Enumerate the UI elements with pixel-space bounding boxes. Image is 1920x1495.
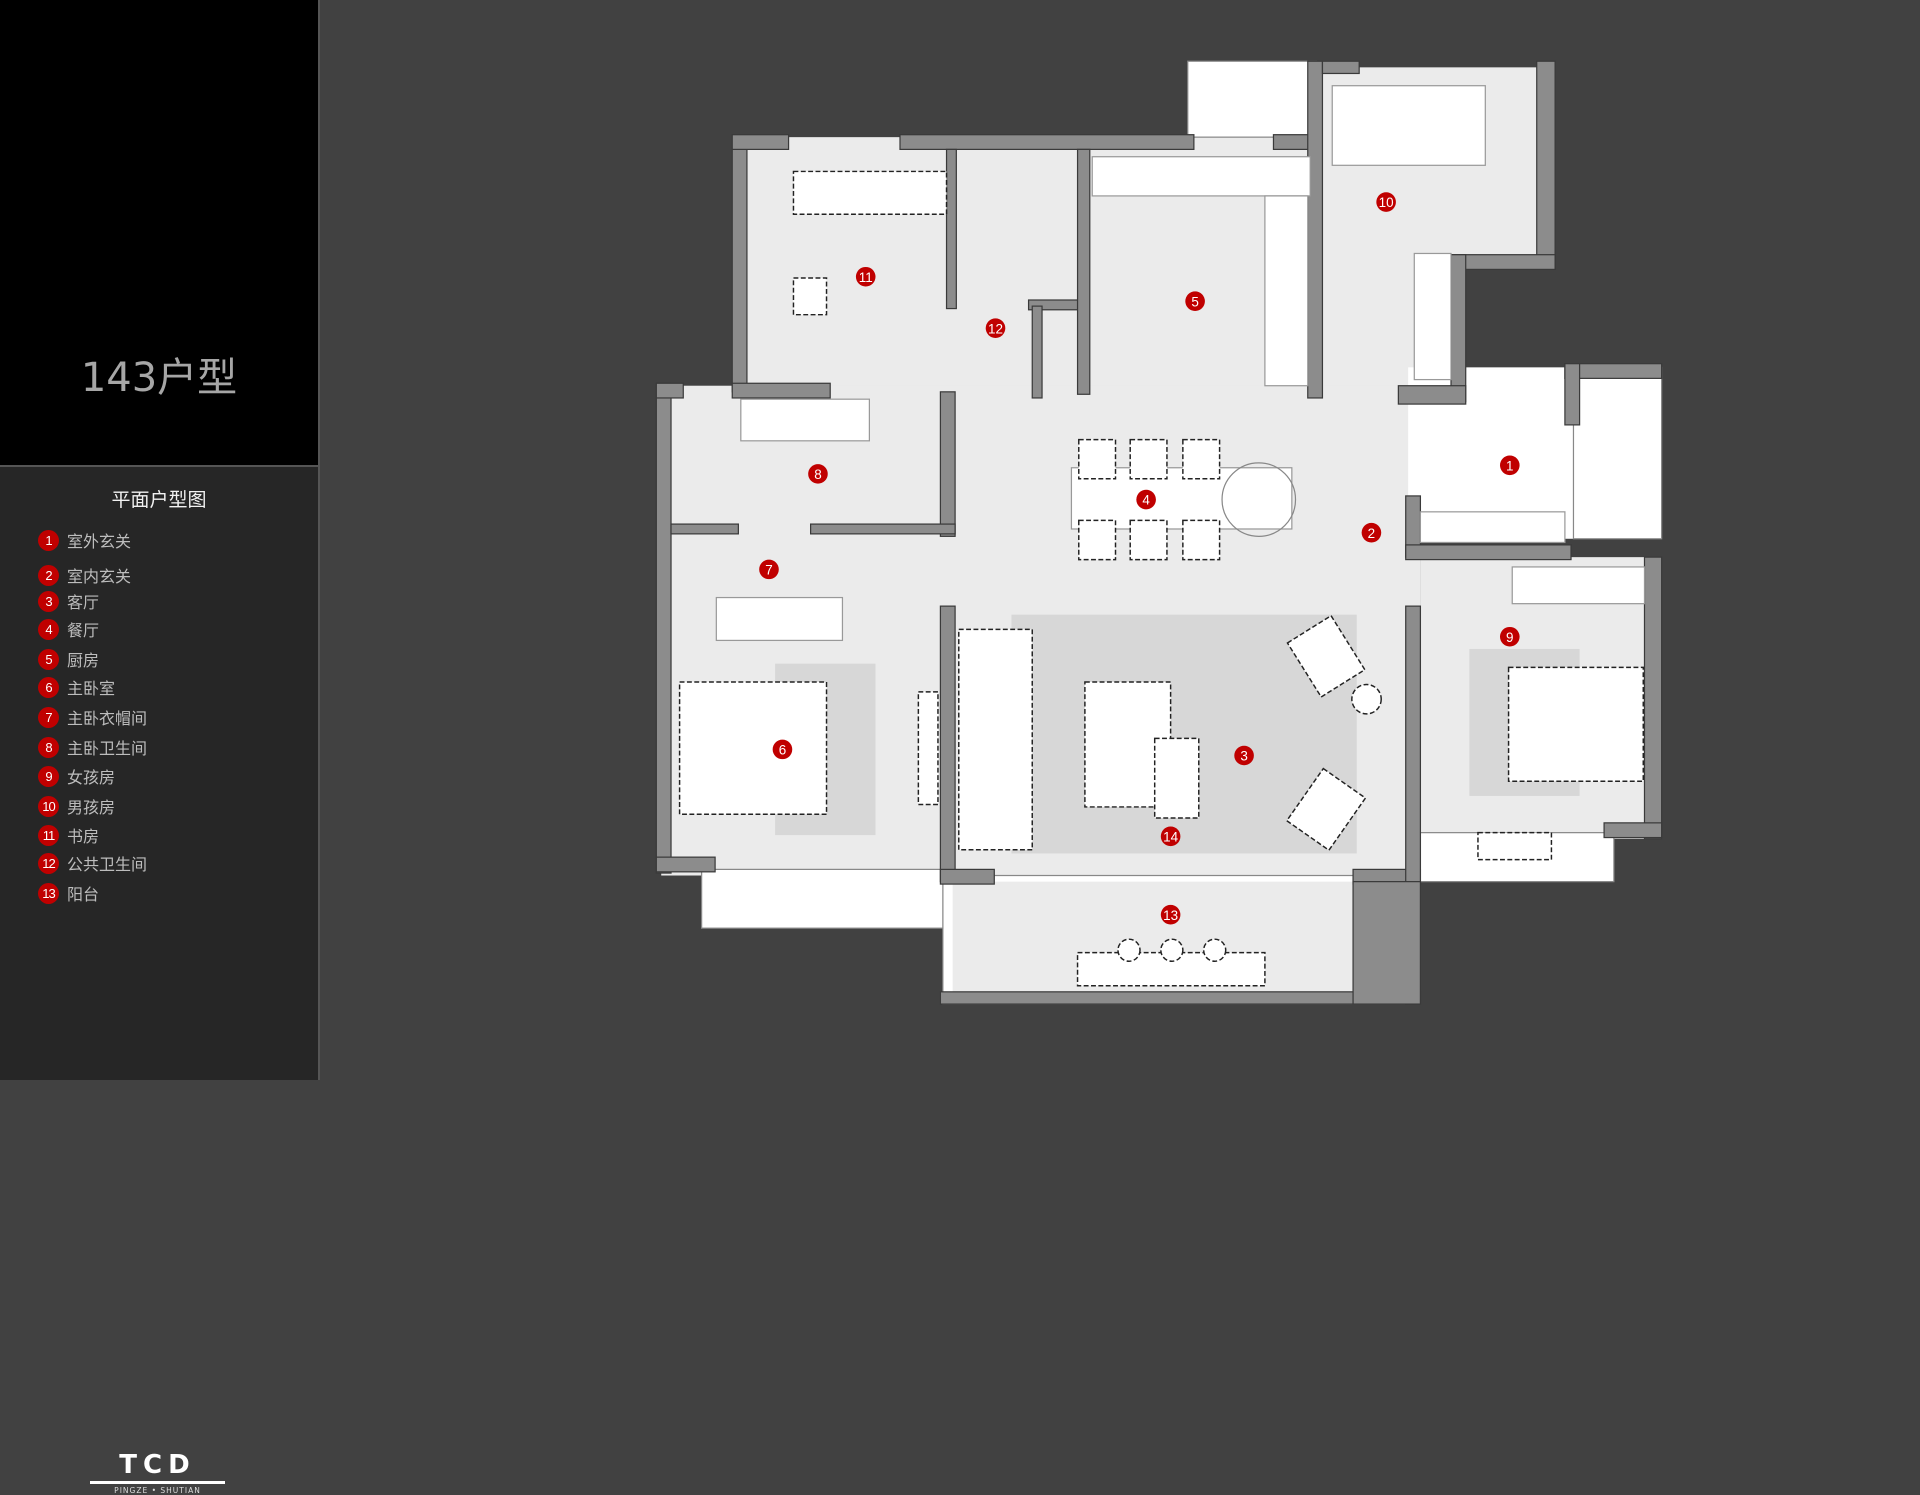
legend-badge: 13 [38,882,59,904]
legend-item: 10 男孩房 [38,793,115,819]
legend-badge: 12 [38,852,59,874]
legend-badge: 7 [38,706,59,728]
plan-title: 143户型 [80,355,238,401]
room-marker-8: 8 [808,464,828,484]
legend-label: 室内玄关 [67,567,132,586]
furniture [678,85,1646,987]
room-marker-number: 14 [1163,829,1178,844]
legend-label: 餐厅 [67,621,100,640]
room-marker-number: 4 [1142,493,1150,508]
room-marker-number: 12 [988,321,1003,336]
room-marker-number: 1 [1506,458,1513,473]
room-marker-number: 10 [1379,195,1394,210]
legend-label: 书房 [67,827,100,846]
legend-badge: 2 [38,564,59,586]
room-marker-11: 11 [855,266,876,287]
title-panel: 143户型 [0,0,318,467]
legend-panel: 平面户型图 1 室外玄关 2 室内玄关 3 客厅 4 餐厅 5 厨房 6 主卧室 7 主卧衣帽间 8 主卧卫生… [0,467,318,1495]
legend-badge: 6 [38,676,59,698]
room-marker-4: 4 [1136,489,1156,510]
legend-item: 11 书房 [38,822,99,848]
room-marker-1: 1 [1500,455,1520,476]
room-marker-14: 14 [1160,826,1181,847]
legend-label: 主卧室 [67,679,116,698]
legend-label: 公共卫生间 [67,855,148,874]
room-marker-13: 13 [1160,904,1181,925]
legend-item: 7 主卧衣帽间 [38,704,147,730]
legend-badge: 4 [38,618,59,640]
room-marker-number: 8 [814,467,821,482]
room-marker-5: 5 [1185,291,1205,312]
legend-item: 1 室外玄关 [38,527,131,553]
legend-item: 9 女孩房 [38,763,115,789]
legend-label: 主卧卫生间 [67,739,148,758]
legend-item: 13 阳台 [38,880,99,906]
room-marker-2: 2 [1361,522,1382,543]
logo-divider [90,1481,225,1484]
room-marker-6: 6 [772,739,793,760]
legend-item: 2 室内玄关 [38,562,131,588]
logo-subtitle: PINGZE • SHUTIAN [114,1486,201,1495]
room-marker-9: 9 [1500,626,1520,647]
legend-label: 客厅 [67,593,100,612]
room-marker-10: 10 [1376,192,1396,212]
legend-badge: 8 [38,736,59,758]
legend-badge: 9 [38,765,59,787]
room-marker-number: 3 [1240,749,1247,764]
legend-badge: 3 [38,590,59,612]
legend-badge: 10 [38,795,59,817]
room-marker-number: 6 [779,743,786,758]
logo-mark: TCD [119,1450,196,1480]
legend-label: 女孩房 [67,768,116,787]
legend-item: 6 主卧室 [38,674,115,700]
legend-badge: 11 [38,824,59,846]
legend-label: 厨房 [67,651,100,670]
legend-label: 室外玄关 [67,532,132,551]
room-marker-number: 2 [1368,526,1375,541]
legend-item: 4 餐厅 [38,616,99,642]
legend-label: 男孩房 [67,798,116,817]
legend-label: 阳台 [67,885,100,904]
legend-heading: 平面户型图 [111,489,207,511]
room-marker-number: 13 [1163,908,1178,923]
legend-item: 3 客厅 [38,588,99,614]
legend-badge: 5 [38,648,59,670]
room-marker-number: 9 [1506,630,1513,645]
tcd-logo: TCD PINGZE • SHUTIAN [90,1452,225,1495]
legend-badge: 1 [38,529,59,551]
room-marker-number: 11 [859,270,873,285]
room-marker-number: 5 [1191,294,1198,309]
walls [655,60,1663,1005]
legend-label: 主卧衣帽间 [67,709,148,728]
room-marker-number: 7 [765,563,772,578]
room-marker-3: 3 [1234,745,1254,766]
legend-item: 12 公共卫生间 [38,850,147,876]
room-marker-12: 12 [985,318,1006,338]
legend-item: 5 厨房 [38,646,99,672]
room-marker-7: 7 [759,559,779,580]
sidebar: 143户型 平面户型图 1 室外玄关 2 室内玄关 3 客厅 4 餐厅 5 厨房 6 主卧室 7 主卧衣帽… [0,0,320,1495]
legend-item: 8 主卧卫生间 [38,734,147,760]
